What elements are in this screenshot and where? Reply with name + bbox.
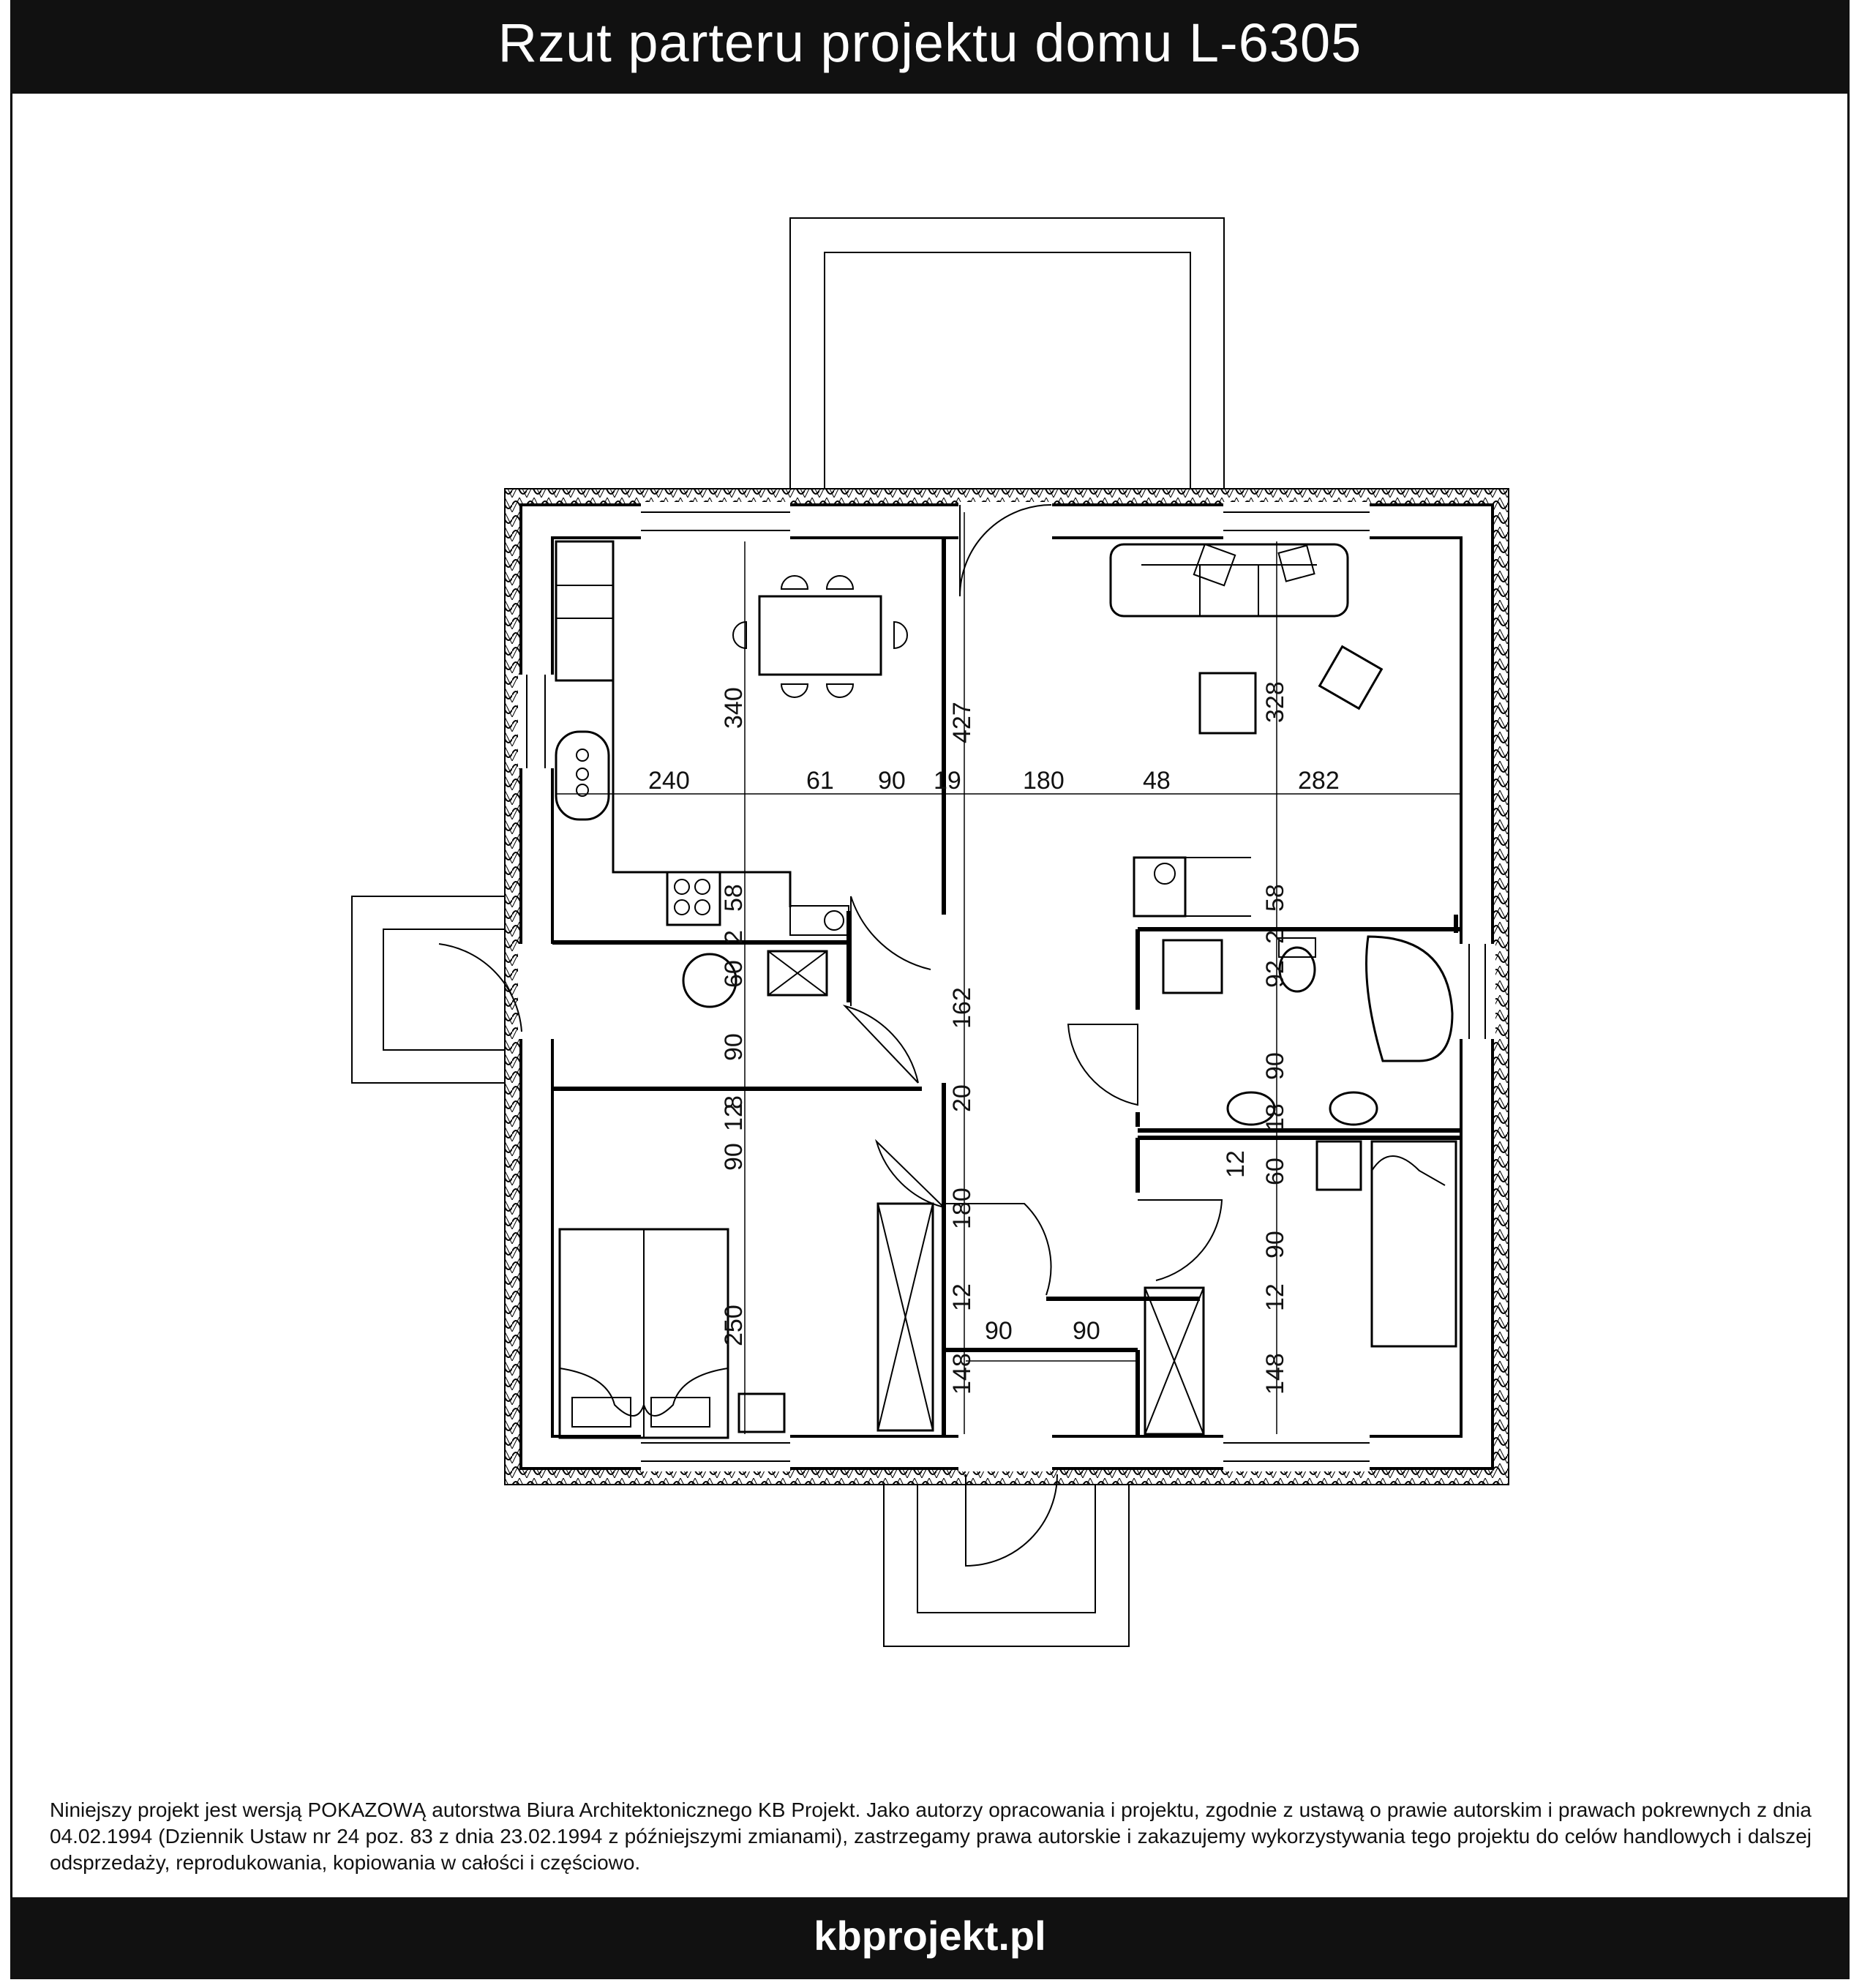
wardrobe-left	[876, 1202, 934, 1432]
dim-label: 61	[806, 767, 834, 795]
dim-label: 148	[1261, 1353, 1289, 1395]
boiler-unit	[1133, 856, 1251, 918]
exterior-walls	[518, 502, 1495, 1471]
dim-label: 92	[1261, 960, 1289, 988]
dim-label: 340	[720, 687, 748, 729]
wardrobe-right	[1144, 1286, 1205, 1436]
insulation	[504, 488, 1509, 1485]
dim-label: 162	[948, 987, 976, 1029]
upper-terrace	[789, 217, 1225, 491]
bed-left	[558, 1228, 786, 1439]
coffee-table	[1198, 645, 1384, 735]
dining-table	[732, 575, 908, 698]
dim-label: 12	[948, 1283, 976, 1311]
dim-label: 250	[720, 1305, 748, 1346]
interior-walls	[552, 538, 1461, 1436]
dim-label: 48	[1143, 767, 1171, 795]
dim-label: 12	[1222, 1150, 1250, 1178]
kitchen-cabinets	[555, 540, 849, 936]
footer-site-link[interactable]: kbprojekt.pl	[814, 1913, 1046, 1959]
dim-label: 60	[1261, 1158, 1289, 1185]
dimension-labels: 240 61 90 19 180 48 282 340 427 328 58 2…	[648, 681, 1340, 1395]
title-bar: Rzut parteru projektu domu L-6305	[10, 0, 1850, 94]
doors	[438, 504, 1223, 1567]
dim-label: 60	[720, 960, 748, 988]
dim-label: 90	[878, 767, 906, 795]
dim-label: 90	[720, 1033, 748, 1061]
dim-label: 240	[648, 767, 690, 795]
dim-label: 90	[1261, 1231, 1289, 1259]
hall-storage	[682, 950, 828, 1008]
dim-label: 20	[948, 1084, 976, 1112]
bathroom-fixtures	[1162, 935, 1454, 1126]
dim-label: 90	[985, 1317, 1013, 1345]
dim-label: 427	[948, 702, 976, 743]
dim-label: 2	[1261, 930, 1289, 944]
dim-label: 12	[1261, 1283, 1289, 1311]
dim-label: 18	[1261, 1103, 1289, 1131]
page-title: Rzut parteru projektu domu L-6305	[498, 12, 1362, 73]
dim-label: 90	[1261, 1052, 1289, 1080]
sofa	[1109, 543, 1349, 618]
dim-label: 148	[948, 1353, 976, 1395]
dim-label: 12	[720, 1103, 748, 1131]
dim-label: 90	[720, 1143, 748, 1171]
bed-right	[1315, 1140, 1457, 1348]
left-porch	[351, 896, 522, 1084]
disclaimer-text: Niniejszy projekt jest wersją POKAZOWĄ a…	[50, 1798, 1812, 1874]
dim-label: 282	[1298, 767, 1340, 795]
footer-bar: kbprojekt.pl	[10, 1897, 1850, 1979]
dim-label: 8	[720, 1095, 748, 1109]
dim-label: 58	[1261, 884, 1289, 912]
dimension-lines	[556, 512, 1460, 1434]
dim-label: 180	[1023, 767, 1065, 795]
bottom-porch	[883, 1474, 1130, 1647]
dim-label: 2	[720, 930, 748, 944]
dim-label: 58	[720, 884, 748, 912]
dim-label: 328	[1261, 681, 1289, 723]
page-frame	[10, 0, 1850, 1979]
dim-label: 180	[948, 1188, 976, 1229]
dim-label: 19	[934, 767, 961, 795]
dim-label: 90	[1073, 1317, 1100, 1345]
